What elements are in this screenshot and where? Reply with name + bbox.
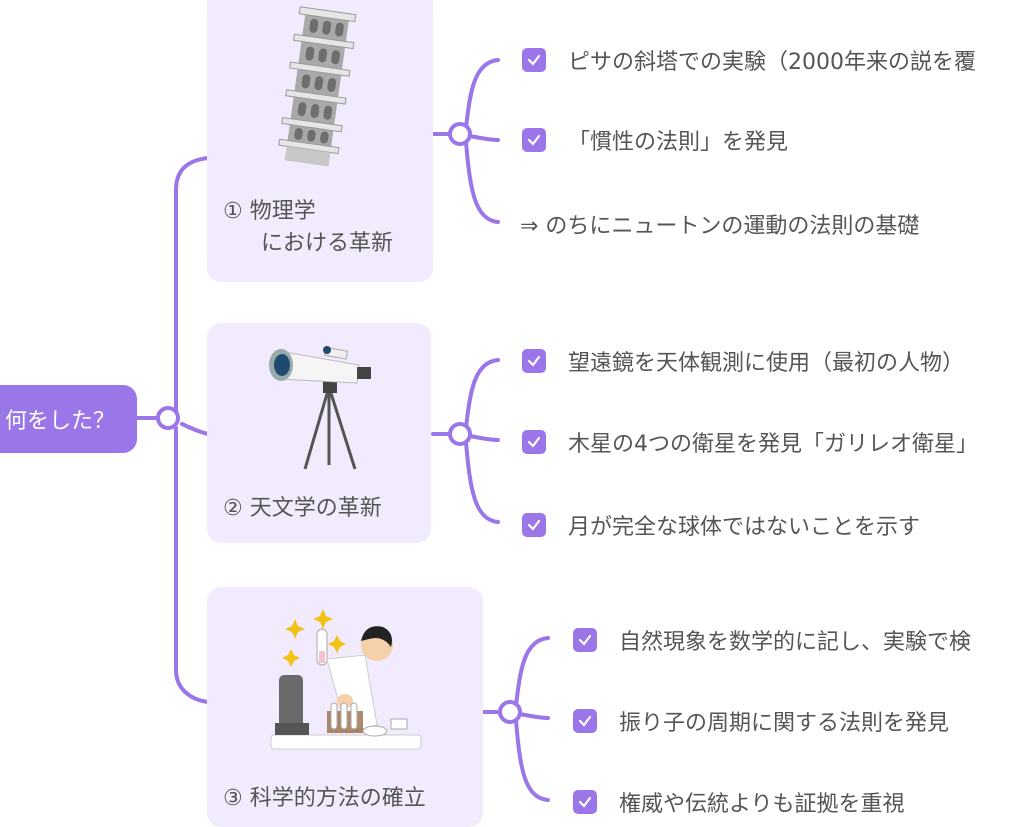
branch-node-3 — [498, 700, 522, 724]
item-text: 木星の4つの衛星を発見「ガリレオ衛星」 — [568, 432, 978, 457]
branch-connector-2 — [180, 422, 210, 436]
branch-label-line1: ③ 科学的方法の確立 — [223, 786, 426, 811]
list-item: ピサの斜塔での実験（2000年来の説を覆 — [522, 44, 976, 76]
list-item: 「慣性の法則」を発見 — [522, 124, 788, 156]
list-item: 月が完全な球体ではないことを示す — [522, 509, 920, 541]
branch-connector-3 — [173, 426, 210, 704]
branch-label-method: ③ 科学的方法の確立 — [223, 783, 426, 815]
check-icon — [527, 54, 541, 66]
item-text: 「慣性の法則」を発見 — [568, 130, 789, 155]
check-icon — [578, 715, 592, 727]
list-item: ⇒ のちにニュートンの運動の法則の基礎 — [520, 208, 919, 240]
checkbox-checked[interactable] — [573, 628, 597, 652]
item-text: ピサの斜塔での実験（2000年来の説を覆 — [568, 50, 976, 75]
check-icon — [527, 436, 541, 448]
root-node — [156, 406, 180, 430]
checkbox-checked[interactable] — [573, 709, 597, 733]
branch-connector-1 — [173, 156, 210, 420]
scientist-lab-icon — [270, 609, 422, 750]
item-text: 望遠鏡を天体観測に使用（最初の人物） — [568, 351, 965, 376]
check-icon — [527, 519, 541, 531]
telescope-icon — [269, 346, 371, 470]
list-item: 権威や伝統よりも証拠を重視 — [573, 786, 905, 818]
item-text: 自然現象を数学的に記し、実験で検 — [619, 630, 972, 655]
branch-label-line1: ① 物理学 — [223, 199, 316, 224]
item-text: ⇒ のちにニュートンの運動の法則の基礎 — [520, 214, 920, 239]
branch-label-line1: ② 天文学の革新 — [223, 496, 382, 521]
checkbox-checked[interactable] — [522, 48, 546, 72]
branch-card-physics[interactable]: ① 物理学 における革新 — [207, 0, 433, 282]
checkbox-checked[interactable] — [522, 128, 546, 152]
list-item: 振り子の周期に関する法則を発見 — [573, 705, 949, 737]
branch-label-astronomy: ② 天文学の革新 — [223, 493, 382, 525]
list-item: 木星の4つの衛星を発見「ガリレオ衛星」 — [522, 426, 978, 458]
branch-card-method[interactable]: ③ 科学的方法の確立 — [207, 587, 483, 827]
check-icon — [578, 796, 592, 808]
branch-node-1 — [448, 122, 472, 146]
check-icon — [527, 134, 541, 146]
checkbox-checked[interactable] — [522, 430, 546, 454]
branch-label-physics: ① 物理学 における革新 — [223, 196, 393, 260]
item-text: 月が完全な球体ではないことを示す — [568, 515, 921, 540]
checkbox-checked[interactable] — [522, 513, 546, 537]
list-item: 望遠鏡を天体観測に使用（最初の人物） — [522, 345, 964, 377]
item-text: 振り子の周期に関する法則を発見 — [619, 711, 950, 736]
list-item: 自然現象を数学的に記し、実験で検 — [573, 624, 971, 656]
branch-node-2 — [448, 422, 472, 446]
check-icon — [578, 634, 592, 646]
check-icon — [527, 355, 541, 367]
branch-card-astronomy[interactable]: ② 天文学の革新 — [207, 323, 431, 543]
branch-label-line2: における革新 — [261, 231, 394, 256]
checkbox-checked[interactable] — [522, 349, 546, 373]
checkbox-checked[interactable] — [573, 790, 597, 814]
item-text: 権威や伝統よりも証拠を重視 — [619, 792, 905, 817]
leaning-tower-icon — [278, 6, 357, 167]
root-node-label[interactable]: 何をした？ — [0, 385, 137, 453]
root-label: 何をした？ — [4, 409, 115, 434]
